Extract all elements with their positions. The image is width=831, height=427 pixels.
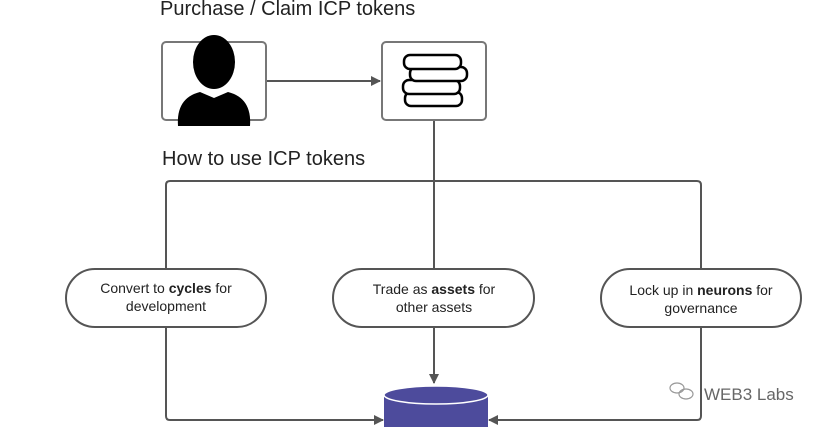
svg-text:governance: governance bbox=[664, 300, 737, 316]
svg-text:Convert to cycles for: Convert to cycles for bbox=[100, 280, 232, 296]
svg-text:Lock up in neurons for: Lock up in neurons for bbox=[629, 282, 773, 298]
user-icon bbox=[177, 35, 251, 126]
purchase-title: Purchase / Claim ICP tokens bbox=[160, 0, 415, 20]
cycles-node bbox=[65, 268, 267, 328]
wechat-icon bbox=[669, 382, 694, 400]
svg-text:Trade as assets for: Trade as assets for bbox=[373, 281, 496, 297]
svg-text:development: development bbox=[126, 298, 206, 314]
coins-icon bbox=[401, 53, 469, 108]
use-title: How to use ICP tokens bbox=[162, 148, 365, 170]
svg-text:other assets: other assets bbox=[396, 299, 472, 315]
watermark: WEB3 Labs bbox=[704, 385, 794, 404]
cylinder-node bbox=[383, 385, 489, 427]
assets-node bbox=[332, 268, 535, 328]
connectors bbox=[165, 121, 702, 425]
neurons-node bbox=[600, 268, 802, 328]
